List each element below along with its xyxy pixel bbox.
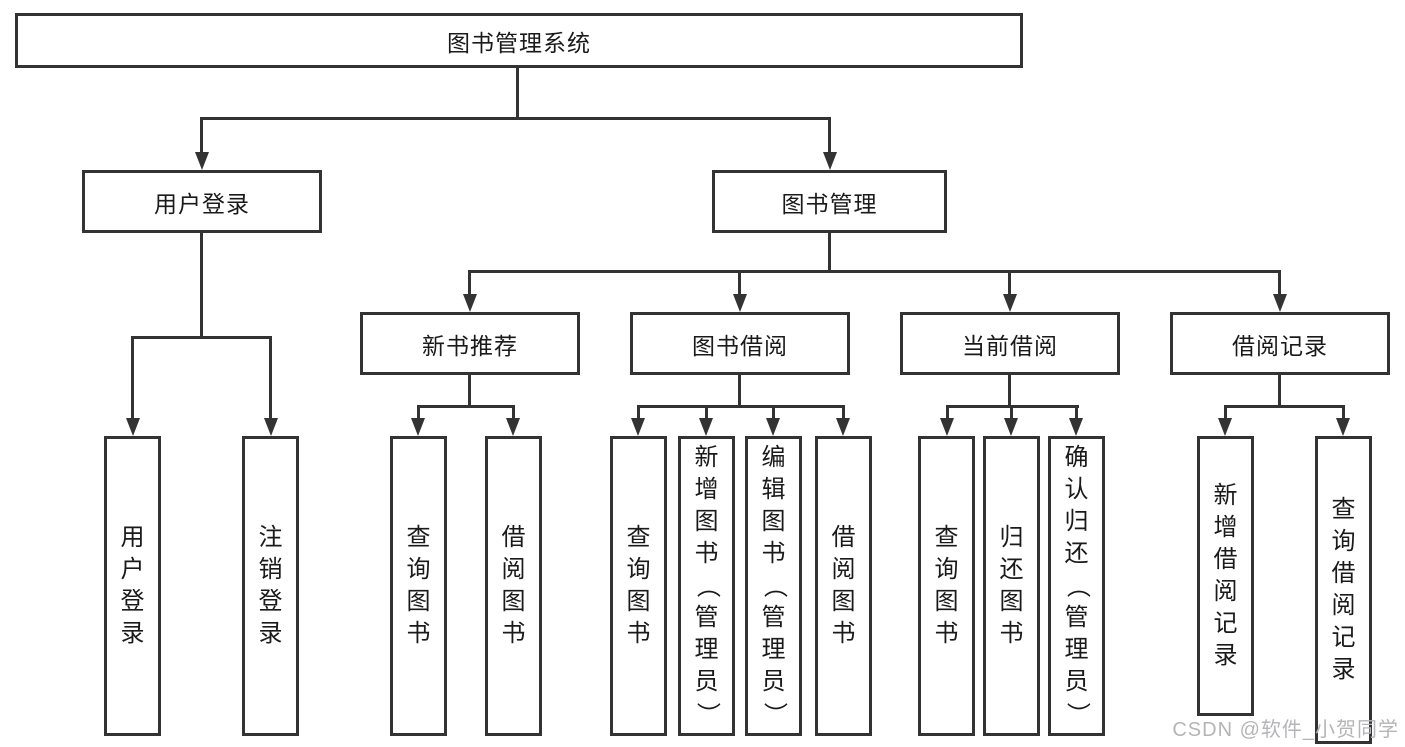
watermark: CSDN @软件_小贺同学 [1172, 719, 1399, 741]
arrowhead [823, 152, 837, 170]
connector-root-stem [516, 68, 519, 117]
connector-root-branch [201, 117, 831, 120]
connector-drop-user [200, 117, 203, 152]
leaf-borrow-query-books: 查询图书 [610, 436, 667, 736]
leaf-current-return-books: 归还图书 [983, 436, 1040, 736]
connector-drop-leaf [842, 405, 845, 419]
node-new-book-rec: 新书推荐 [360, 312, 580, 375]
connector-mgmt-branch [470, 270, 1281, 273]
arrowhead [1336, 418, 1350, 436]
node-user-login: 用户登录 [82, 170, 322, 233]
leaf-user-login: 用户登录 [104, 436, 161, 736]
leaf-borrow-edit-books-admin: 编辑图书（管理员） [745, 436, 802, 736]
leaf-rec-query-books: 查询图书 [390, 436, 447, 736]
leaf-records-add-record: 新增借阅记录 [1197, 436, 1254, 716]
connector-drop-leaf [705, 405, 708, 419]
connector-drop-leaf [512, 405, 515, 419]
connector-drop-leaf [1075, 405, 1078, 419]
arrowhead [733, 294, 747, 312]
arrowhead [411, 418, 425, 436]
connector-drop-leaf [417, 405, 420, 419]
arrowhead [126, 418, 140, 436]
leaf-current-confirm-return-admin: 确认归还（管理员） [1048, 436, 1105, 736]
arrowhead [1218, 418, 1232, 436]
leaf-records-query-record: 查询借阅记录 [1315, 436, 1372, 744]
connector-drop-current [1008, 270, 1011, 294]
leaf-borrow-borrow-books: 借阅图书 [815, 436, 872, 736]
connector-rec-branch [417, 405, 515, 408]
arrowhead [940, 418, 954, 436]
connector-borrow-branch [637, 405, 845, 408]
leaf-logout: 注销登录 [242, 436, 299, 736]
leaf-rec-borrow-books: 借阅图书 [485, 436, 542, 736]
node-borrow-records: 借阅记录 [1170, 312, 1390, 375]
node-book-mgmt: 图书管理 [712, 170, 947, 233]
arrowhead [1004, 418, 1018, 436]
connector-borrow-stem [738, 375, 741, 405]
connector-records-stem [1278, 375, 1281, 405]
node-root: 图书管理系统 [15, 13, 1023, 68]
connector-user-branch [131, 336, 272, 339]
connector-user-stem [200, 233, 203, 336]
node-current-borrow: 当前借阅 [900, 312, 1120, 375]
connector-mgmt-stem [828, 233, 831, 270]
arrowhead [631, 418, 645, 436]
arrowhead [836, 418, 850, 436]
connector-drop-leaf [946, 405, 949, 419]
connector-drop-mgmt [828, 117, 831, 152]
node-book-borrow: 图书借阅 [630, 312, 850, 375]
connector-rec-stem [468, 375, 471, 405]
arrowhead [264, 418, 278, 436]
connector-drop-records [1278, 270, 1281, 294]
leaf-borrow-add-books-admin: 新增图书（管理员） [678, 436, 735, 736]
connector-drop-leaf [637, 405, 640, 419]
connector-records-branch [1224, 405, 1344, 408]
arrowhead [699, 418, 713, 436]
arrowhead [195, 152, 209, 170]
connector-drop-leaf [772, 405, 775, 419]
arrowhead [766, 418, 780, 436]
connector-drop-leaf [1224, 405, 1227, 419]
arrowhead [1003, 294, 1017, 312]
connector-drop-rec [468, 270, 471, 294]
connector-drop-leaf [1342, 405, 1345, 419]
arrowhead [463, 294, 477, 312]
connector-current-stem [1008, 375, 1011, 405]
arrowhead [1069, 418, 1083, 436]
connector-drop-leaf [269, 336, 272, 418]
arrowhead [506, 418, 520, 436]
leaf-current-query-books: 查询图书 [918, 436, 975, 736]
arrowhead [1273, 294, 1287, 312]
connector-drop-leaf [131, 336, 134, 418]
connector-drop-borrow [738, 270, 741, 294]
connector-drop-leaf [1010, 405, 1013, 419]
